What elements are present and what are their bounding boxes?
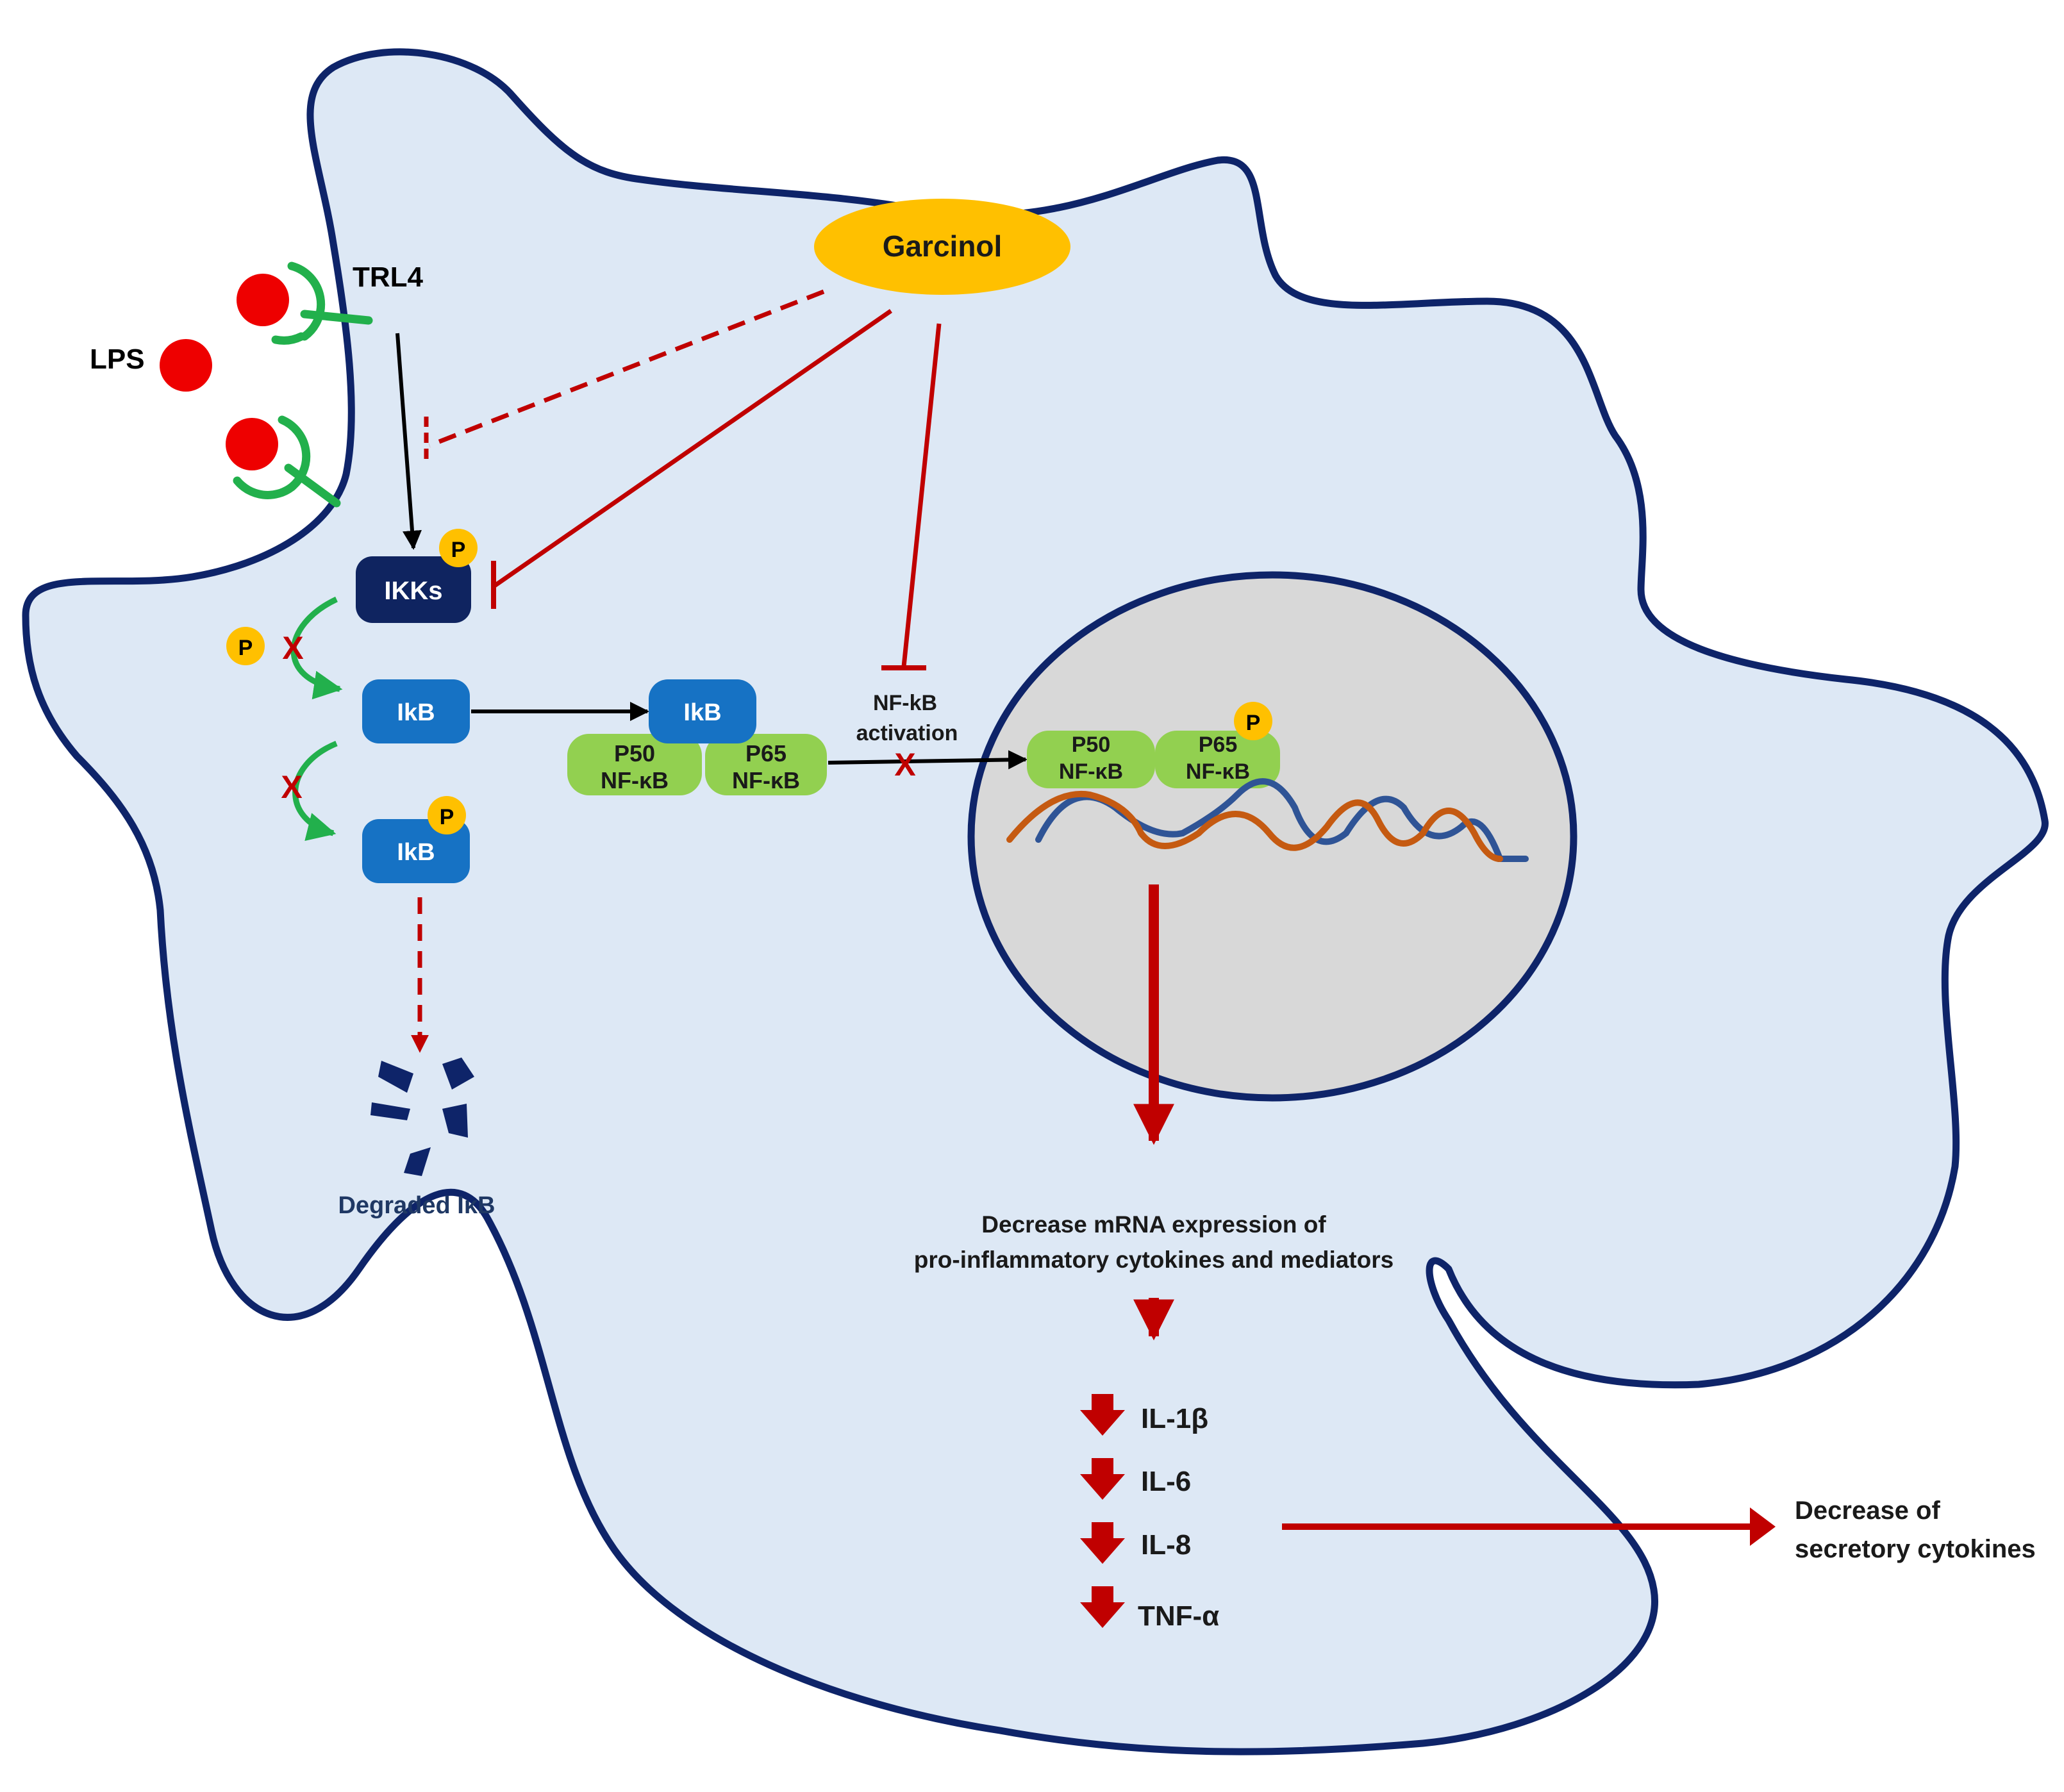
cytokine-il1b: IL-1β bbox=[1141, 1403, 1208, 1434]
cytokine-il8: IL-8 bbox=[1141, 1529, 1191, 1561]
garcinol-inhibit-ikks bbox=[492, 309, 892, 588]
tlr4-receptor bbox=[233, 415, 341, 508]
secretory-cytokines-text: Decrease of bbox=[1795, 1497, 1940, 1525]
phosphorylation-curve-arrow bbox=[292, 740, 338, 841]
nfkb-label: NF-κB bbox=[601, 767, 669, 793]
ikb-phosphorylated bbox=[362, 819, 470, 883]
lps-molecule bbox=[237, 274, 289, 326]
phospho-badge bbox=[428, 796, 466, 834]
garcinol-label: Garcinol bbox=[883, 229, 1003, 263]
ikks-label: IKKs bbox=[384, 577, 442, 605]
nfkb-activation-label: activation bbox=[856, 721, 958, 745]
phospho-label: P bbox=[1246, 711, 1261, 735]
phospho-label: P bbox=[238, 636, 253, 660]
lps-molecule bbox=[226, 418, 278, 470]
garcinol-node bbox=[814, 199, 1070, 295]
cytokine-il6: IL-6 bbox=[1141, 1466, 1191, 1497]
phospho-badge bbox=[439, 529, 478, 567]
cytokine-down-arrows bbox=[1080, 1394, 1125, 1628]
nfkb-activation-label: NF-kB bbox=[873, 691, 937, 715]
secretion-arrowhead bbox=[1750, 1507, 1776, 1546]
ikb-label: IkB bbox=[397, 839, 435, 866]
blocked-x-mark: X bbox=[281, 769, 302, 805]
phospho-badge bbox=[1234, 702, 1272, 740]
garcinol-inhibit-nfkb-activation bbox=[901, 323, 942, 667]
translocation-arrow bbox=[828, 750, 1028, 770]
decrease-mrna-text: Decrease mRNA expression of bbox=[981, 1211, 1326, 1238]
phosphorylation-curve-arrow bbox=[290, 596, 343, 700]
trl4-label: TRL4 bbox=[353, 261, 424, 293]
p50-nfkb-subunit bbox=[567, 734, 702, 795]
ikb-label: IkB bbox=[397, 699, 435, 726]
tlr4-receptor bbox=[271, 261, 373, 345]
blocked-x-mark: X bbox=[282, 630, 303, 666]
tlr4-to-ikks-arrow bbox=[395, 333, 422, 550]
phospho-label: P bbox=[451, 538, 466, 562]
cytokine-tnfa: TNF-α bbox=[1138, 1600, 1219, 1632]
p65-nfkb-subunit-nuclear bbox=[1155, 731, 1280, 788]
secretory-cytokines-text: secretory cytokines bbox=[1795, 1535, 2036, 1563]
ikb-protein bbox=[362, 679, 470, 743]
dna-double-helix bbox=[1006, 778, 1529, 862]
phospho-label: P bbox=[440, 805, 454, 829]
ikb-bound bbox=[649, 679, 756, 743]
nfkb-label: NF-κB bbox=[1059, 759, 1123, 784]
p65-label: P65 bbox=[1199, 733, 1238, 757]
garcinol-inhibit-tlr4-dashed bbox=[428, 289, 825, 448]
p65-nfkb-subunit bbox=[705, 734, 827, 795]
lps-molecule bbox=[160, 339, 212, 392]
blocked-x-mark: X bbox=[894, 747, 915, 783]
nfkb-label: NF-κB bbox=[732, 767, 800, 793]
p50-nfkb-subunit-nuclear bbox=[1027, 731, 1155, 788]
lps-label: LPS bbox=[90, 344, 145, 375]
phospho-badge bbox=[226, 627, 265, 665]
nfkb-label: NF-κB bbox=[1186, 759, 1250, 784]
ikks-complex bbox=[356, 556, 471, 623]
degraded-ikb-label: Degraded IκB bbox=[338, 1192, 495, 1219]
decrease-mrna-text: pro-inflammatory cytokines and mediators bbox=[914, 1247, 1394, 1273]
p65-label: P65 bbox=[745, 740, 786, 767]
p50-label: P50 bbox=[614, 740, 655, 767]
p50-label: P50 bbox=[1072, 733, 1111, 757]
ikb-label: IkB bbox=[683, 699, 721, 726]
degraded-ikb-fragments bbox=[370, 1058, 474, 1176]
